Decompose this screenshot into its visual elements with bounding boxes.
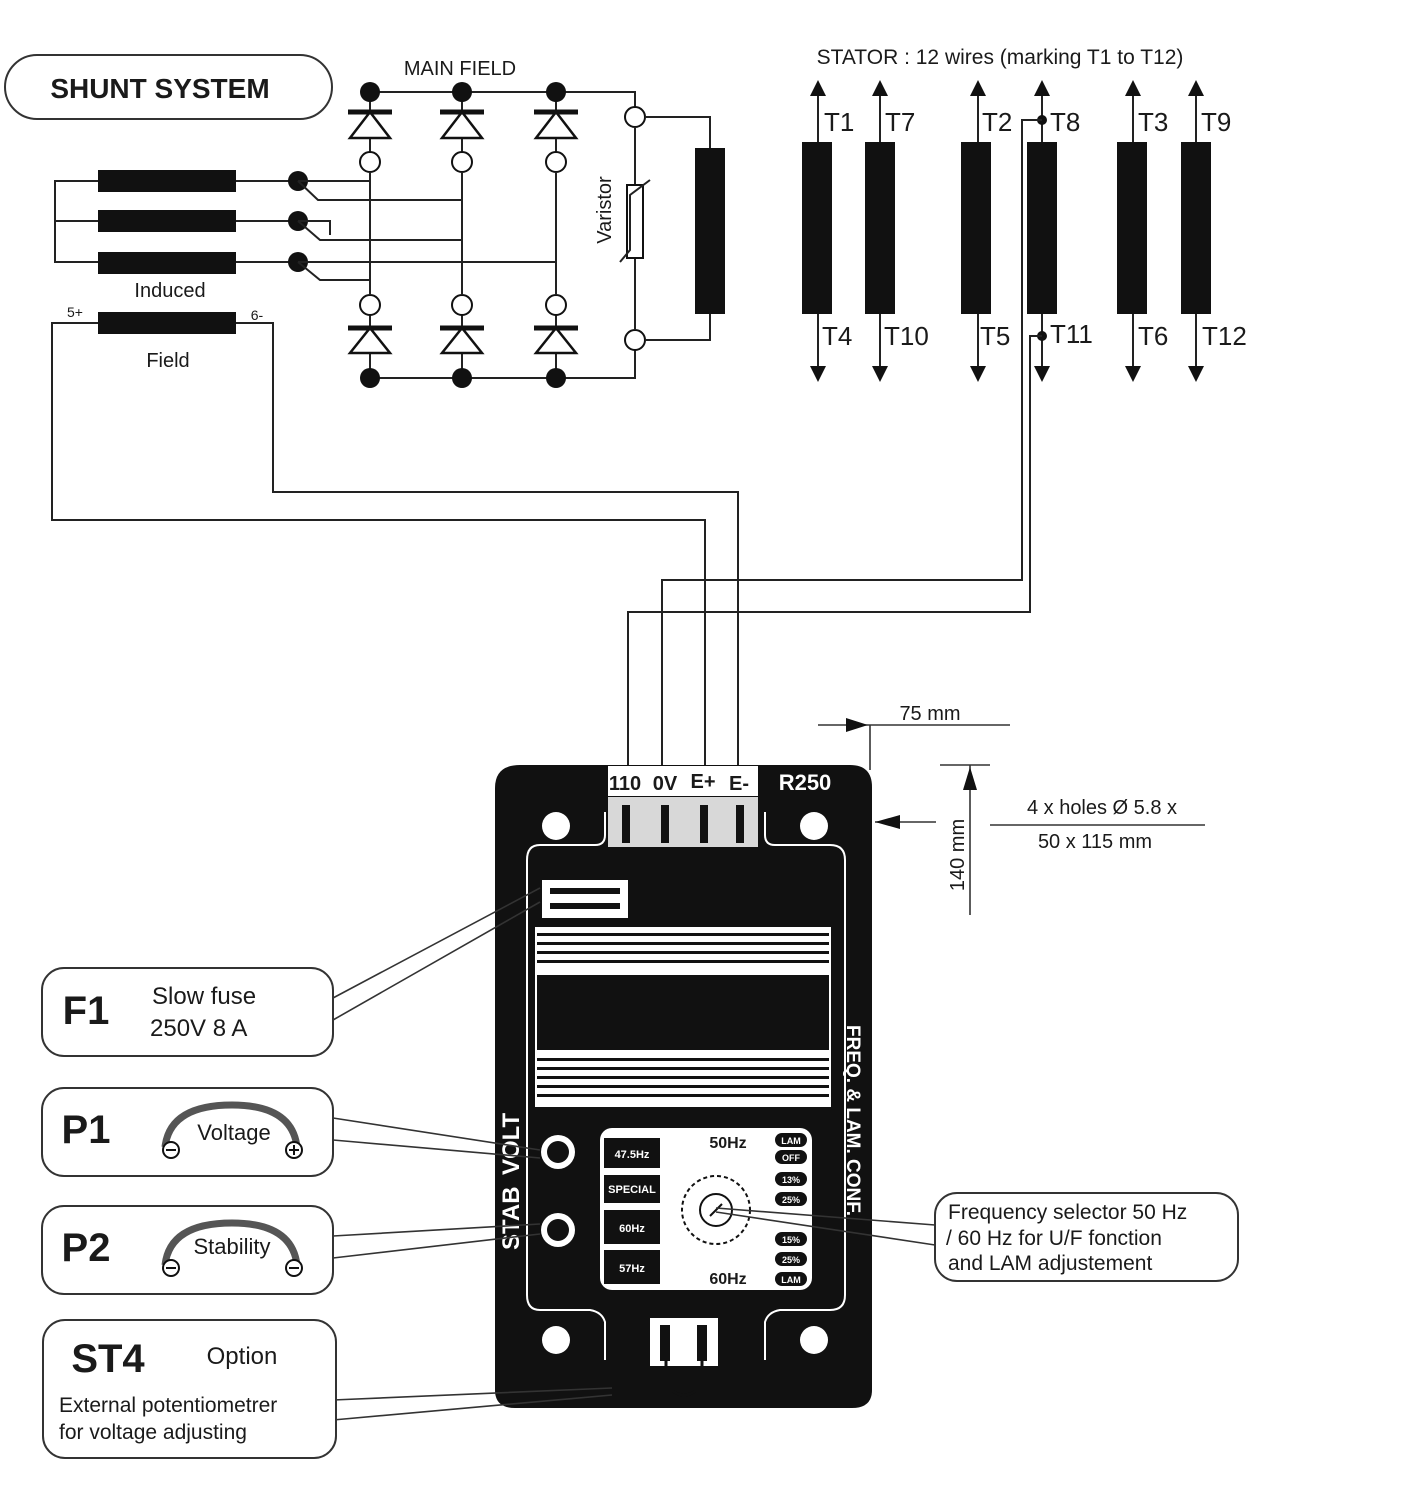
induced-coil-1: [98, 170, 236, 192]
main-field-coil: [695, 148, 725, 314]
freq-line-1: Frequency selector 50 Hz: [948, 1201, 1187, 1224]
option-15: 15%: [782, 1235, 800, 1245]
option-lam-bottom: LAM: [781, 1275, 801, 1285]
induced-coil-2: [98, 210, 236, 232]
stator-label-t10: T10: [884, 321, 929, 351]
holes-line-1: 4 x holes Ø 5.8 x: [1027, 797, 1177, 819]
stator-label-t4: T4: [822, 321, 852, 351]
board-stab-label: STAB: [498, 1186, 525, 1250]
diode-bridge: [297, 82, 636, 388]
stator-label-t6: T6: [1138, 321, 1168, 351]
option-lam-top: LAM: [781, 1136, 801, 1146]
p2-code: P2: [62, 1226, 111, 1270]
stator-label-t2: T2: [982, 107, 1012, 137]
stator-label-t9: T9: [1201, 107, 1231, 137]
option-25-top: 25%: [782, 1195, 800, 1205]
selector-label-50hz: 50Hz: [709, 1135, 746, 1152]
stator-coil-4: [1027, 142, 1057, 314]
varistor-label: Varistor: [594, 176, 616, 244]
field-plus-label: 5+: [67, 304, 83, 320]
f1-line-1: Slow fuse: [152, 983, 256, 1010]
selector-label-60hz-left: 60Hz: [619, 1223, 645, 1235]
dimension-width: 75 mm: [899, 703, 960, 725]
regulator-board: 110 0V E+ E- R250 FREQ. & LAM. CONF. VOL…: [495, 765, 872, 1408]
stator-label-t8: T8: [1050, 107, 1080, 137]
st4-label: Option: [207, 1343, 278, 1370]
fuse-f1: [542, 880, 628, 918]
field-winding: [51, 312, 739, 765]
stator-label-t5: T5: [980, 321, 1010, 351]
mounting-hole-2: [800, 812, 828, 840]
st4-line-1: External potentiometrer: [59, 1394, 277, 1417]
option-off: OFF: [782, 1153, 800, 1163]
callout-f1: F1 Slow fuse 250V 8 A: [41, 887, 541, 1057]
p2-label: Stability: [193, 1234, 270, 1259]
freq-line-3: and LAM adjustement: [948, 1252, 1152, 1275]
mounting-hole-1: [542, 812, 570, 840]
stator-coil-3: [961, 142, 991, 314]
board-side-label: FREQ. & LAM. CONF.: [842, 1025, 863, 1216]
stator-label-t1: T1: [824, 107, 854, 137]
stator-terminal-labels: T1 T7 T2 T8 T3 T9 T4 T10 T5 T11 T6 T12: [822, 107, 1247, 351]
stator-title: STATOR : 12 wires (marking T1 to T12): [817, 46, 1184, 69]
selector-label-60hz-bottom: 60Hz: [709, 1271, 746, 1288]
field-coil: [98, 312, 236, 334]
system-title-box: SHUNT SYSTEM: [4, 54, 333, 120]
dimension-annotations: [818, 718, 1205, 915]
terminal-110: 110: [609, 773, 641, 795]
freq-line-2: / 60 Hz for U/F fonction: [946, 1227, 1162, 1250]
selector-label-57hz: 57Hz: [619, 1263, 645, 1275]
option-25-bottom: 25%: [782, 1255, 800, 1265]
field-label: Field: [146, 350, 189, 372]
callout-st4: ST4 Option External potentiometrer for v…: [42, 1319, 613, 1459]
f1-line-2: 250V 8 A: [150, 1015, 247, 1042]
varistor-and-main-field: [619, 106, 725, 351]
field-minus-label: 6-: [251, 307, 264, 323]
stator-coil-5: [1117, 142, 1147, 314]
callout-p2: P2 Stability: [41, 1205, 541, 1295]
stator-coil-2: [865, 142, 895, 314]
main-field-label: MAIN FIELD: [404, 58, 516, 80]
st4-code: ST4: [71, 1337, 145, 1381]
callout-frequency: Frequency selector 50 Hz / 60 Hz for U/F…: [715, 1192, 1239, 1282]
p1-code: P1: [62, 1108, 111, 1152]
stator-coil-6: [1181, 142, 1211, 314]
stator-windings: [627, 80, 1211, 765]
induced-coil-3: [98, 252, 236, 274]
p1-label: Voltage: [197, 1120, 270, 1145]
selector-label-47hz: 47.5Hz: [615, 1149, 650, 1161]
terminal-e-minus: E-: [729, 773, 749, 795]
system-title: SHUNT SYSTEM: [50, 73, 269, 104]
holes-line-2: 50 x 115 mm: [1038, 831, 1152, 853]
stator-label-t11: T11: [1050, 319, 1093, 349]
model-label: R250: [779, 770, 832, 795]
stator-coil-1: [802, 142, 832, 314]
induced-label: Induced: [134, 280, 205, 302]
option-13: 13%: [782, 1175, 800, 1185]
selector-label-special: SPECIAL: [608, 1184, 656, 1196]
stator-label-t3: T3: [1138, 107, 1168, 137]
mounting-hole-3: [542, 1326, 570, 1354]
mounting-hole-4: [800, 1326, 828, 1354]
callout-p1: P1 Voltage: [41, 1087, 541, 1177]
stator-label-t7: T7: [885, 107, 915, 137]
terminal-e-plus: E+: [690, 771, 715, 793]
stator-label-t12: T12: [1202, 321, 1247, 351]
terminal-0v: 0V: [653, 773, 678, 795]
induced-windings: [54, 170, 308, 274]
dimension-height: 140 mm: [947, 819, 969, 891]
st4-line-2: for voltage adjusting: [59, 1421, 247, 1444]
f1-code: F1: [63, 989, 110, 1033]
